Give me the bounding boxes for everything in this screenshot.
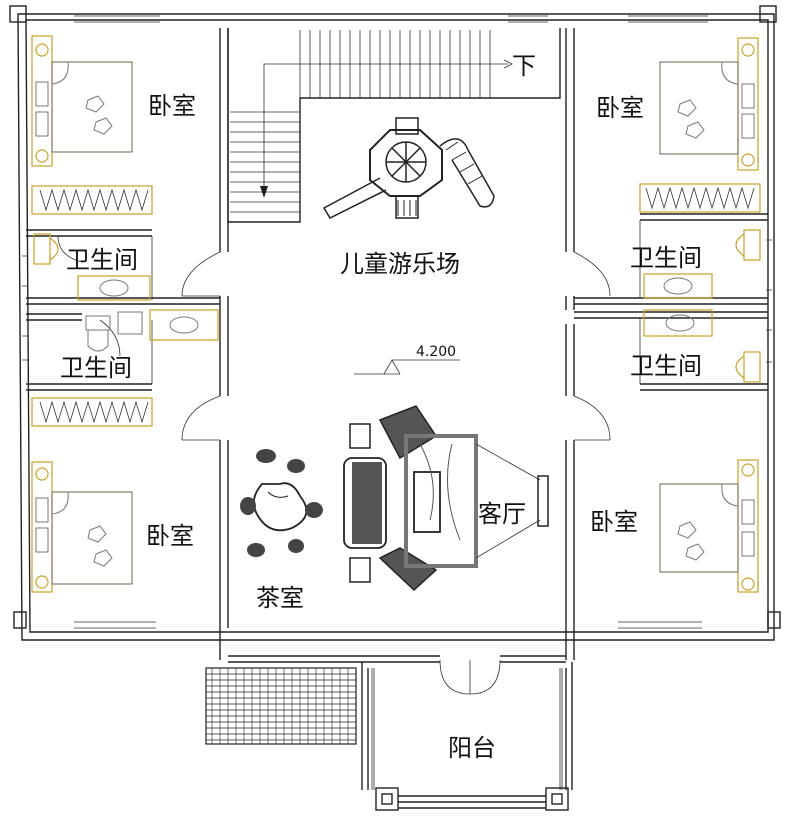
sofa-set-icon	[343, 405, 549, 592]
balcony-railing	[361, 662, 573, 811]
roof-tiles	[205, 667, 357, 745]
playground-equipment-icon	[322, 117, 495, 219]
bed-bottom-left-icon	[31, 461, 133, 593]
elevation-marker: 4.200	[354, 344, 460, 375]
outer-walls	[9, 5, 781, 641]
wardrobe-bottom-left	[31, 397, 153, 427]
elevation-value: 4.200	[416, 344, 456, 360]
bed-bottom-right-icon	[659, 459, 759, 593]
bathroom-bottom-left-fixtures	[85, 309, 219, 352]
room-label-bedroom-top-left: 卧室	[148, 92, 196, 120]
wardrobe-top-left	[31, 185, 153, 215]
room-label-bedroom-top-right: 卧室	[596, 94, 644, 122]
bed-top-left-icon	[31, 35, 133, 167]
room-label-bathroom-top-right: 卫生间	[630, 244, 702, 272]
room-label-bedroom-bottom-left: 卧室	[146, 522, 194, 550]
room-label-bedroom-bottom-right: 卧室	[590, 508, 638, 536]
bathroom-top-left-fixtures	[33, 233, 151, 301]
doors	[57, 235, 611, 695]
bathroom-bottom-right-fixtures	[643, 309, 761, 383]
wardrobe-top-right	[639, 183, 761, 213]
bathroom-top-right-fixtures	[643, 229, 761, 299]
bed-top-right-icon	[659, 37, 759, 171]
staircase: 下	[227, 28, 561, 223]
room-label-living-room: 客厅	[478, 500, 526, 528]
room-label-balcony: 阳台	[448, 734, 496, 762]
stair-down-label: 下	[512, 52, 536, 80]
room-label-tea-room: 茶室	[256, 584, 304, 612]
room-label-playground: 儿童游乐场	[340, 250, 460, 278]
room-label-bathroom-top-left: 卫生间	[66, 246, 138, 274]
room-label-bathroom-bottom-right: 卫生间	[630, 352, 702, 380]
tea-table-icon	[240, 449, 323, 557]
room-label-bathroom-bottom-left: 卫生间	[60, 354, 132, 382]
